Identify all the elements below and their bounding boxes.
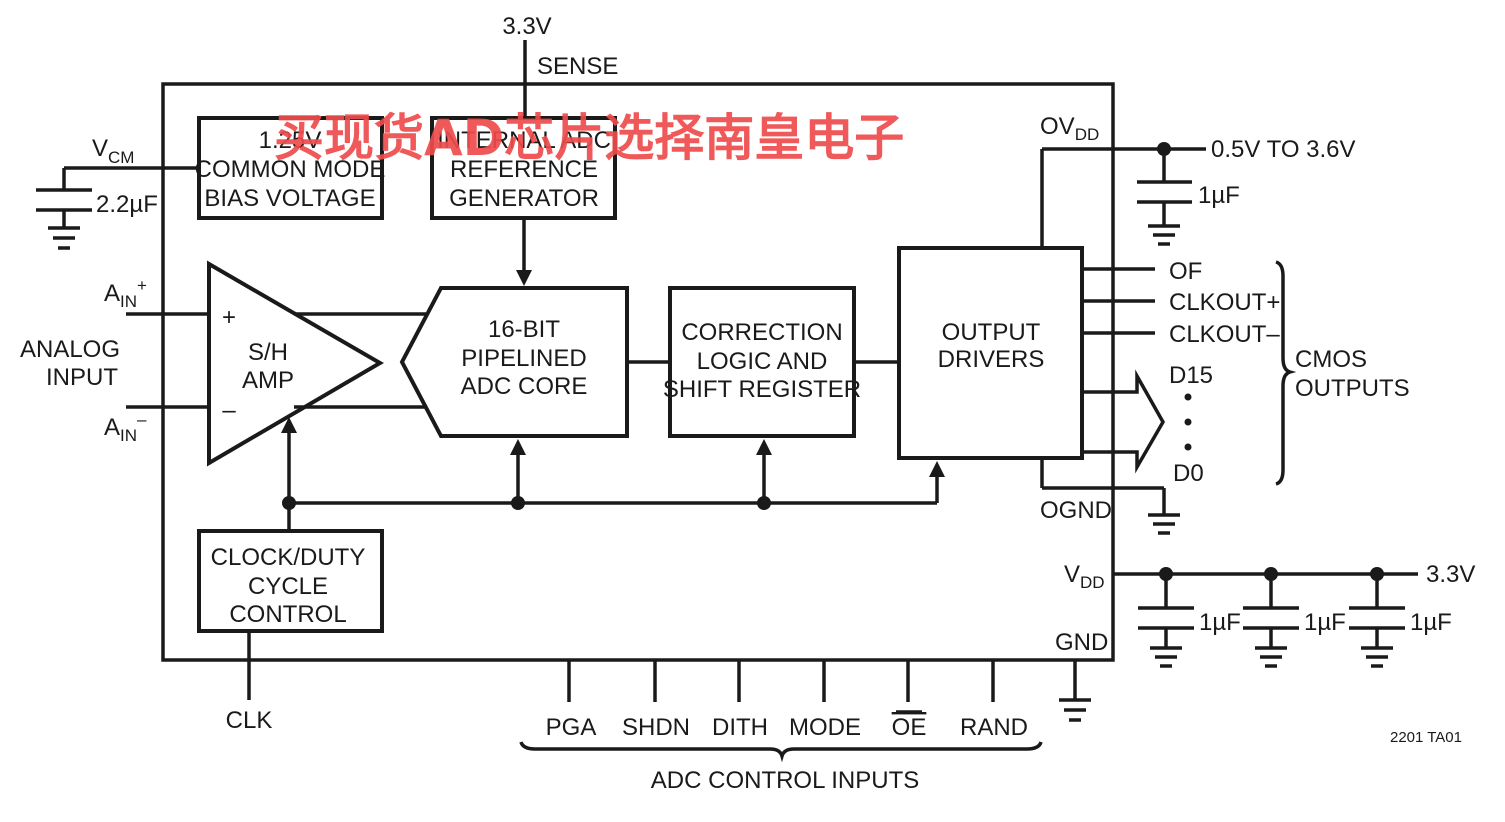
- cmos-outputs-label-1: CMOS: [1295, 346, 1367, 373]
- gnd-label: GND: [1055, 629, 1108, 656]
- chip-outline: [161, 82, 1115, 662]
- ovdd-label: OVDD: [1040, 113, 1099, 144]
- vcm-label: VCM: [92, 135, 134, 167]
- svg-text:SHIFT REGISTER: SHIFT REGISTER: [663, 376, 861, 403]
- clkout-plus-label: CLKOUT+: [1169, 289, 1280, 316]
- clock-control-block: CLOCK/DUTY CYCLE CONTROL: [197, 529, 384, 633]
- svg-text:GENERATOR: GENERATOR: [449, 185, 599, 212]
- vdd-cap-2: [1243, 567, 1299, 668]
- reference-generator-block: INTERNAL ADC REFERENCE GENERATOR: [430, 116, 617, 220]
- clock-to-sh-arrow-icon: [281, 417, 297, 433]
- svg-text:REFERENCE: REFERENCE: [450, 156, 598, 183]
- ain-plus-label: AIN+: [104, 276, 147, 311]
- vdd-cap-3-value: 1µF: [1410, 609, 1452, 636]
- figure-id: 2201 TA01: [1390, 729, 1462, 746]
- d0-label: D0: [1173, 460, 1204, 487]
- vdd-cap-2-value: 1µF: [1304, 609, 1346, 636]
- ognd-ground-icon: [1148, 513, 1180, 535]
- svg-text:ADC CORE: ADC CORE: [461, 373, 588, 400]
- cmos-outputs-brace: [1275, 260, 1297, 486]
- svg-text:LOGIC AND: LOGIC AND: [697, 348, 828, 375]
- pin-pga: PGA: [546, 714, 597, 741]
- svg-text:INTERNAL ADC: INTERNAL ADC: [437, 127, 611, 154]
- correction-logic-block: CORRECTION LOGIC AND SHIFT REGISTER: [663, 286, 861, 438]
- bias-voltage-block: 1.25V COMMON MODE BIAS VOLTAGE: [195, 116, 386, 220]
- adc-core-block: 16-BIT PIPELINED ADC CORE: [399, 286, 629, 438]
- ovdd-ground-icon: [1148, 224, 1180, 246]
- data-bus-arrow-icon: [1082, 369, 1166, 474]
- svg-text:–: –: [222, 397, 236, 424]
- control-inputs-label: ADC CONTROL INPUTS: [651, 767, 919, 794]
- svg-text:AMP: AMP: [242, 367, 294, 394]
- vdd-supply-label: 3.3V: [1426, 561, 1475, 588]
- svg-text:OUTPUT: OUTPUT: [942, 319, 1041, 346]
- clk-label: CLK: [226, 707, 273, 734]
- svg-text:CONTROL: CONTROL: [229, 601, 346, 628]
- pin-shdn: SHDN: [622, 714, 690, 741]
- svg-text:DRIVERS: DRIVERS: [938, 346, 1045, 373]
- ain-minus-label: AIN–: [104, 410, 147, 445]
- pin-oe: OE: [892, 714, 927, 741]
- vdd-label: VDD: [1064, 561, 1105, 592]
- control-inputs-brace: [519, 741, 1043, 763]
- ovdd-cap-value: 1µF: [1198, 182, 1240, 209]
- svg-text:PIPELINED: PIPELINED: [461, 345, 586, 372]
- vdd-cap-1: [1138, 567, 1194, 668]
- gnd-ground-icon: [1059, 698, 1091, 722]
- top-supply-voltage: 3.3V: [502, 13, 551, 40]
- pin-mode: MODE: [789, 714, 861, 741]
- sh-amp-block: + – S/H AMP: [207, 260, 384, 467]
- clock-to-drivers-arrow-icon: [929, 461, 945, 477]
- svg-text:CLOCK/DUTY: CLOCK/DUTY: [211, 544, 366, 571]
- svg-text:+: +: [222, 304, 236, 331]
- svg-text:CYCLE: CYCLE: [248, 573, 328, 600]
- svg-text:1.25V: 1.25V: [259, 127, 322, 154]
- svg-text:COMMON MODE: COMMON MODE: [195, 156, 386, 183]
- svg-text:BIAS VOLTAGE: BIAS VOLTAGE: [204, 185, 375, 212]
- svg-text:S/H: S/H: [248, 339, 288, 366]
- clock-to-correction-arrow-icon: [756, 439, 772, 455]
- output-drivers-block: OUTPUT DRIVERS: [897, 246, 1084, 460]
- watermark-text: 买现货AD芯片选择南皇电子: [274, 109, 904, 167]
- pin-dith: DITH: [712, 714, 768, 741]
- reference-arrow-icon: [516, 270, 532, 286]
- svg-text:16-BIT: 16-BIT: [488, 316, 560, 343]
- vdd-cap-1-value: 1µF: [1199, 609, 1241, 636]
- d15-label: D15: [1169, 362, 1213, 389]
- vcm-ground-icon: [48, 226, 80, 250]
- cmos-outputs-label-2: OUTPUTS: [1295, 375, 1410, 402]
- ognd-label: OGND: [1040, 497, 1112, 524]
- svg-text:CORRECTION: CORRECTION: [681, 319, 842, 346]
- analog-input-label-2: INPUT: [46, 364, 118, 391]
- pin-rand: RAND: [960, 714, 1028, 741]
- vcm-cap-value: 2.2µF: [96, 191, 158, 218]
- vdd-cap-3: [1349, 567, 1405, 668]
- clock-to-adc-arrow-icon: [510, 439, 526, 455]
- analog-input-label-1: ANALOG: [20, 336, 120, 363]
- of-output-label: OF: [1169, 258, 1202, 285]
- ovdd-supply-label: 0.5V TO 3.6V: [1211, 136, 1356, 163]
- sense-label: SENSE: [537, 53, 618, 80]
- clkout-minus-label: CLKOUT–: [1169, 321, 1280, 348]
